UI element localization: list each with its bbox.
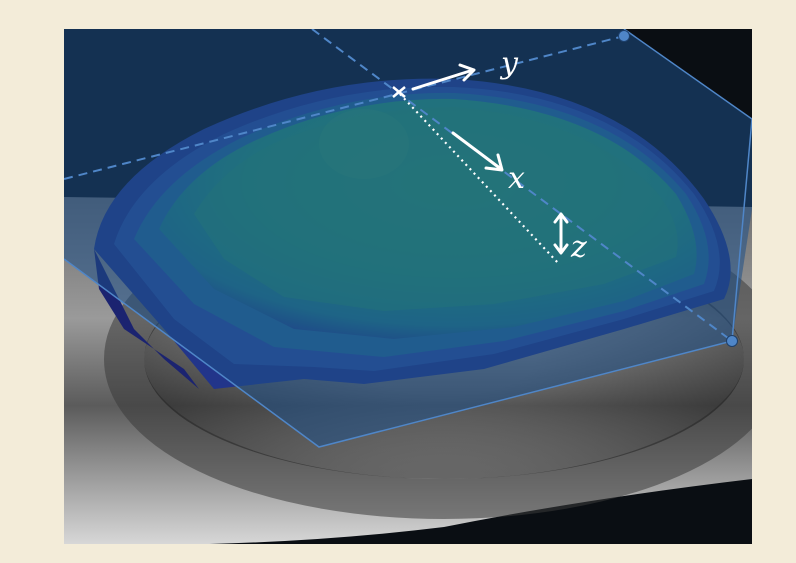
dotted-axis-line [399, 93, 560, 265]
figure-frame: y x z [64, 29, 752, 544]
plane-handle-bottom-right[interactable] [726, 335, 738, 347]
axis-label-y: y [499, 46, 519, 81]
plane-edge [64, 118, 752, 448]
axis-label-z: z [570, 230, 587, 265]
origin-marker [392, 86, 406, 98]
x-axis-arrow [451, 131, 504, 172]
dashed-line-y [64, 35, 625, 180]
scene-3d-view: y x z [64, 29, 752, 544]
axis-label-x: x [508, 161, 525, 196]
cutting-plane [64, 29, 752, 447]
plane-edge-top [623, 29, 752, 120]
y-axis-arrow [411, 63, 476, 91]
plane-handle-top-right[interactable] [618, 30, 630, 42]
dashed-line-x [311, 29, 733, 342]
z-axis-arrow [553, 212, 569, 255]
